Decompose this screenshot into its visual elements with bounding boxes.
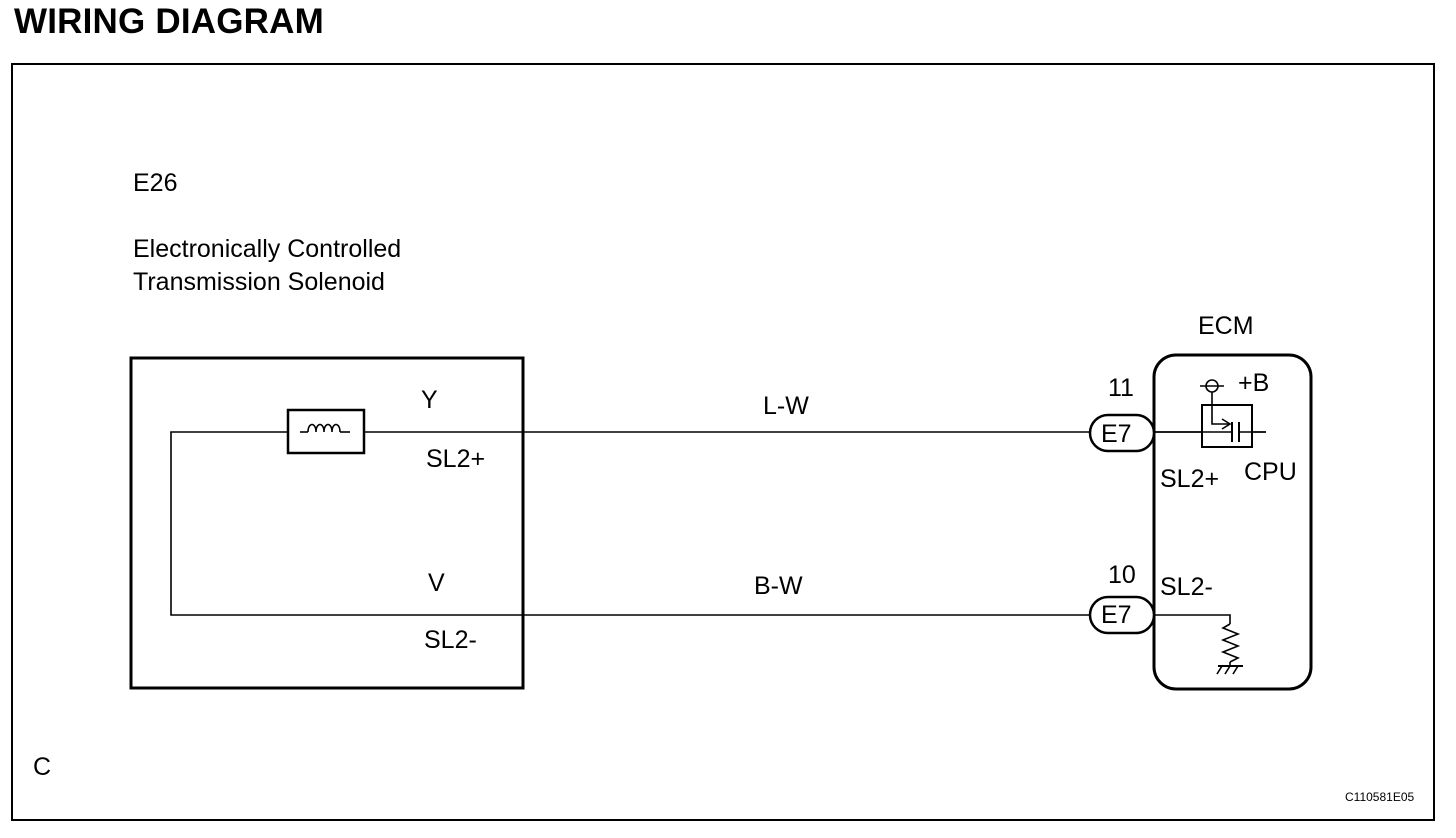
solenoid-pin-top-name: SL2+ xyxy=(426,445,485,473)
page-title: WIRING DIAGRAM xyxy=(14,2,324,41)
diagram-frame xyxy=(11,63,1435,821)
solenoid-box xyxy=(129,356,525,690)
connector-bottom-name: E7 xyxy=(1101,601,1132,629)
transistor-icon xyxy=(1154,404,1266,448)
solenoid-pin-top-color: Y xyxy=(421,386,438,414)
solenoid-pin-bottom-name: SL2- xyxy=(424,626,477,654)
ecm-terminal-bottom: SL2- xyxy=(1160,573,1213,601)
ecm-terminal-top: SL2+ xyxy=(1160,465,1219,493)
coil-icon xyxy=(286,408,366,455)
connector-bottom-pin: 10 xyxy=(1108,561,1136,589)
ecm-power-label: +B xyxy=(1238,369,1269,397)
resistor-ground-icon xyxy=(1154,614,1243,675)
wire-top-color: L-W xyxy=(763,392,809,420)
power-supply-icon xyxy=(1200,379,1224,405)
connector-top xyxy=(1088,413,1156,453)
connector-top-name: E7 xyxy=(1101,420,1132,448)
solenoid-name-line1: Electronically Controlled xyxy=(133,235,401,263)
connector-top-pin: 11 xyxy=(1108,374,1134,402)
ecm-label: ECM xyxy=(1198,312,1254,340)
ecm-cpu-label: CPU xyxy=(1244,458,1297,486)
solenoid-pin-bottom-color: V xyxy=(428,569,445,597)
ecm-box xyxy=(1152,353,1313,691)
corner-code: C xyxy=(33,753,51,781)
wire-bottom-color: B-W xyxy=(754,572,803,600)
figure-id: C110581E05 xyxy=(1345,790,1414,804)
solenoid-name-line2: Transmission Solenoid xyxy=(133,268,385,296)
solenoid-code: E26 xyxy=(133,169,177,197)
solenoid-internal-wire xyxy=(170,431,1090,616)
